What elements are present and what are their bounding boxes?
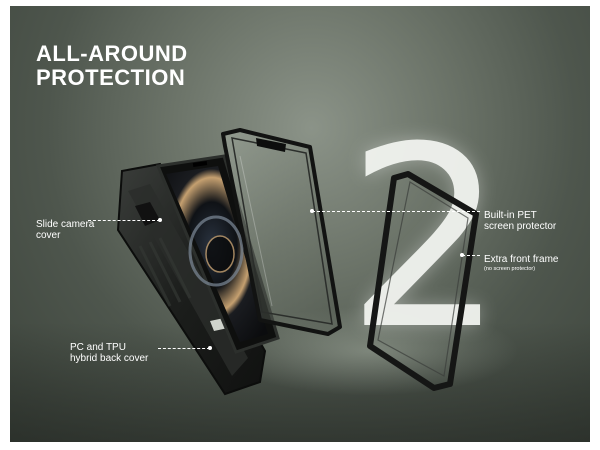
front-frame-with-protector [221,128,342,336]
leader-front-frame [462,255,480,256]
leader-screen-protector [312,211,480,212]
extra-front-frame [367,171,479,391]
label-back-cover-line-2: hybrid back cover [70,353,149,364]
label-front-frame-line-1: Extra front frame [484,254,559,265]
label-back-cover-line-1: PC and TPU [70,342,126,353]
label-screen-protector-line-2: screen protector [484,221,557,232]
label-slide-camera-line-1: Slide camera [36,219,95,230]
floor-shadow [10,322,590,442]
label-hybrid-back-cover: PC and TPU hybrid back cover [70,342,148,364]
leader-dot-front-frame [460,253,464,257]
leader-dot-slide-camera [158,218,162,222]
label-slide-camera-cover: Slide camera cover [36,219,94,241]
phone-case-illustration [116,128,479,396]
label-front-frame-note: (no screen protector) [484,266,536,272]
headline-line-1: ALL-AROUND [36,41,188,66]
phone-body [155,154,280,354]
label-extra-front-frame: Extra front frame (no screen protector) [484,254,558,273]
product-banner: ALL-AROUND PROTECTION 2 [10,6,590,442]
leader-slide-camera [88,220,160,221]
label-screen-protector-line-1: Built-in PET [484,210,537,221]
leader-dot-screen-protector [310,209,314,213]
leader-dot-back-cover [208,346,212,350]
label-screen-protector: Built-in PET screen protector [484,210,556,232]
headline-line-2: PROTECTION [36,65,186,90]
headline: ALL-AROUND PROTECTION [36,42,188,90]
leader-back-cover [158,348,210,349]
label-slide-camera-line-2: cover [36,230,61,241]
